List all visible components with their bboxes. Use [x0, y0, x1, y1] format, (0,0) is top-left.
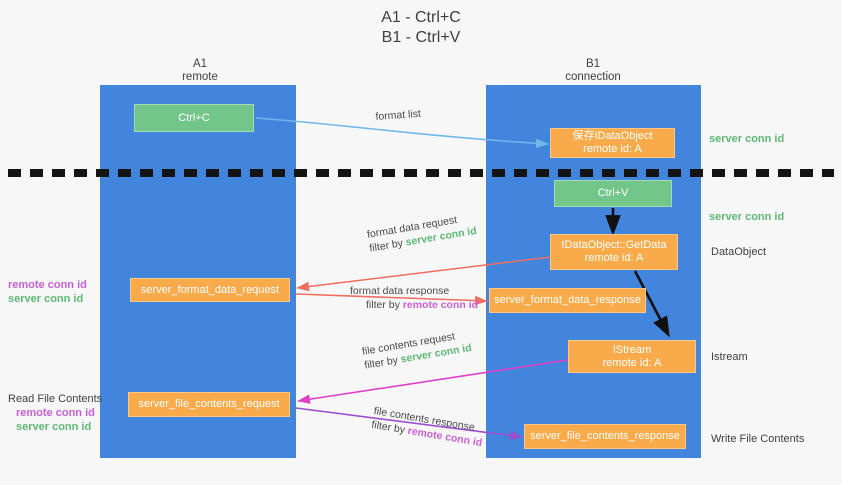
node-getdata-line1: IDataObject::GetData [561, 239, 667, 251]
node-ctrl-c-label: Ctrl+C [178, 111, 210, 124]
node-istream-line2: remote id: A [602, 356, 662, 369]
edge-fdresp-line1: format data response [350, 285, 450, 297]
title-line-1: A1 - Ctrl+C [381, 9, 461, 26]
right-label-write-file-contents: Write File Contents [711, 433, 805, 445]
column-a1-sub: remote [182, 71, 218, 83]
node-server-file-contents-request[interactable]: server_file_contents_request [128, 392, 290, 417]
node-save-idataobject-line1: 保存IDataObject [572, 130, 653, 142]
left-remote-conn-id-1: remote conn id [8, 279, 87, 291]
column-b1-sub: connection [565, 71, 621, 83]
column-header-b1: B1 connection [523, 58, 663, 84]
page-title: A1 - Ctrl+C B1 - Ctrl+V [0, 8, 842, 48]
edge-label-format-data-response: format data response filter by remote co… [350, 284, 478, 312]
node-server-file-contents-response[interactable]: server_file_contents_response [524, 424, 686, 449]
node-ctrl-c[interactable]: Ctrl+C [134, 104, 254, 132]
node-server-format-data-response[interactable]: server_format_data_response [489, 288, 646, 313]
edge-getdata-to-istream [633, 270, 670, 338]
edge-format-data-request [296, 256, 552, 292]
node-istream-line1: IStream [612, 343, 652, 356]
node-save-idataobject-line2: remote id: A [583, 143, 642, 155]
node-idataobject-getdata[interactable]: IDataObject::GetData remote id: A [550, 234, 678, 270]
node-file-resp-label: server_file_contents_response [530, 430, 680, 442]
column-header-a1: A1 remote [130, 58, 270, 84]
right-server-conn-id-2: server conn id [709, 211, 785, 223]
node-file-req-label: server_file_contents_request [138, 398, 280, 410]
edge-fdresp-filter-value: remote conn id [402, 299, 479, 311]
edge-file-contents-request [297, 359, 569, 404]
edge-format-data-response [295, 293, 488, 306]
edge-fdresp-filter: filter by remote conn id [350, 298, 478, 312]
left-annotation-conn-ids: remote conn id server conn id [8, 278, 87, 306]
edge-format-list-text: format list [375, 107, 422, 123]
node-save-idataobject[interactable]: 保存IDataObject remote id: A [550, 128, 675, 158]
node-fmt-data-request-label: server_format_data_request [140, 283, 280, 296]
node-server-format-data-request[interactable]: server_format_data_request [130, 278, 290, 302]
node-fmt-data-response-label: server_format_data_response [494, 294, 641, 306]
node-istream[interactable]: IStream remote id: A [568, 340, 696, 373]
column-a1-name: A1 [192, 58, 208, 70]
left-server-conn-id-2: server conn id [16, 421, 92, 433]
title-line-2: B1 - Ctrl+V [381, 29, 461, 46]
node-getdata-line2: remote id: A [584, 252, 644, 264]
node-ctrl-v-label: Ctrl+V [597, 187, 629, 199]
left-server-conn-id-1: server conn id [8, 293, 84, 305]
column-b1-name: B1 [585, 58, 601, 70]
left-annotation-read-file: Read File Contents remote conn id server… [8, 392, 102, 434]
right-label-dataobject: DataObject [711, 246, 767, 258]
left-read-file-contents-title: Read File Contents [8, 393, 103, 405]
right-server-conn-id-1: server conn id [709, 133, 785, 145]
edge-file-contents-response [295, 407, 523, 441]
edge-fdresp-filter-prefix: filter by [366, 299, 403, 311]
left-remote-conn-id-2: remote conn id [16, 407, 95, 419]
node-ctrl-v[interactable]: Ctrl+V [554, 180, 672, 207]
right-label-istream: Istream [711, 351, 748, 363]
edge-format-list [255, 117, 549, 149]
